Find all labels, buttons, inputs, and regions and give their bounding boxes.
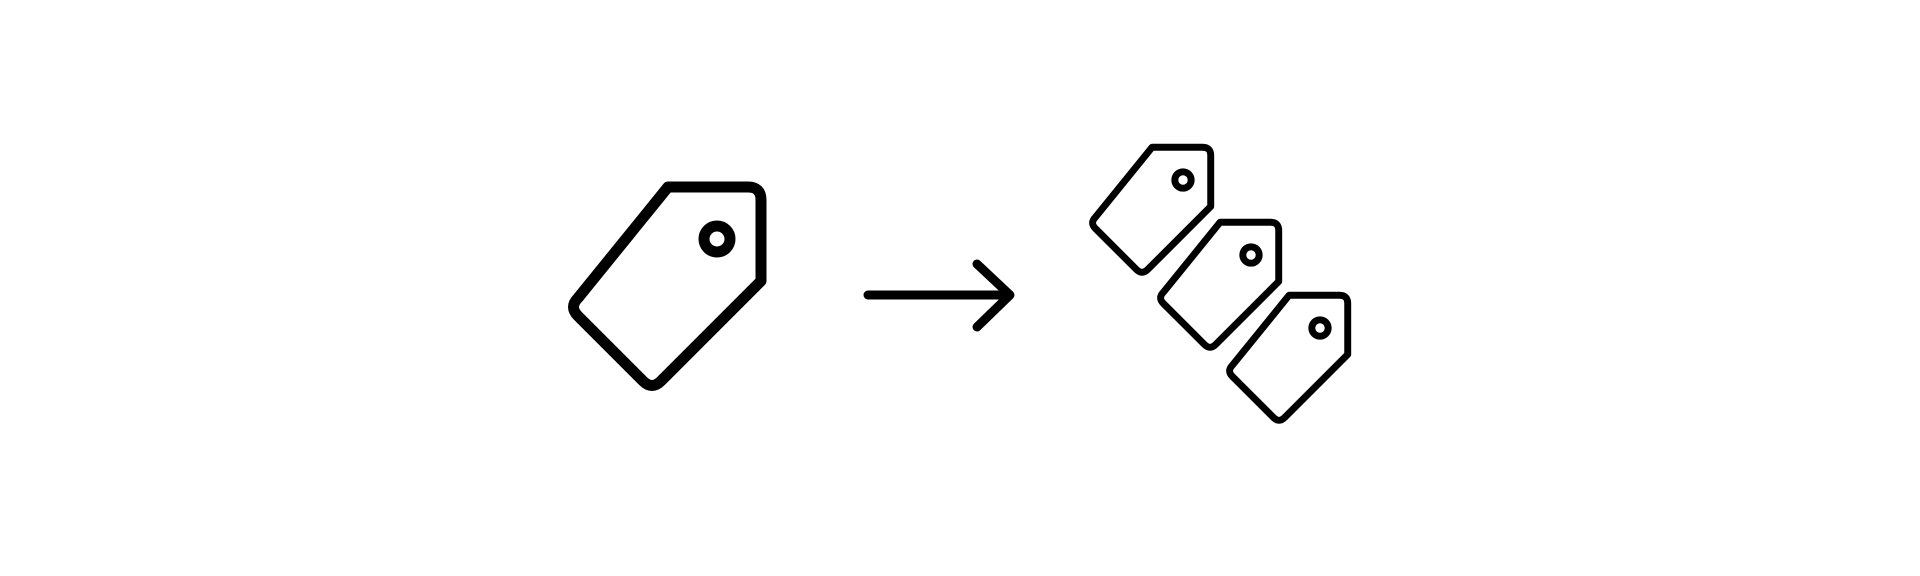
tag-icon — [574, 187, 762, 386]
tag-stack — [1093, 147, 1348, 420]
arrow-right-icon — [863, 259, 1015, 332]
